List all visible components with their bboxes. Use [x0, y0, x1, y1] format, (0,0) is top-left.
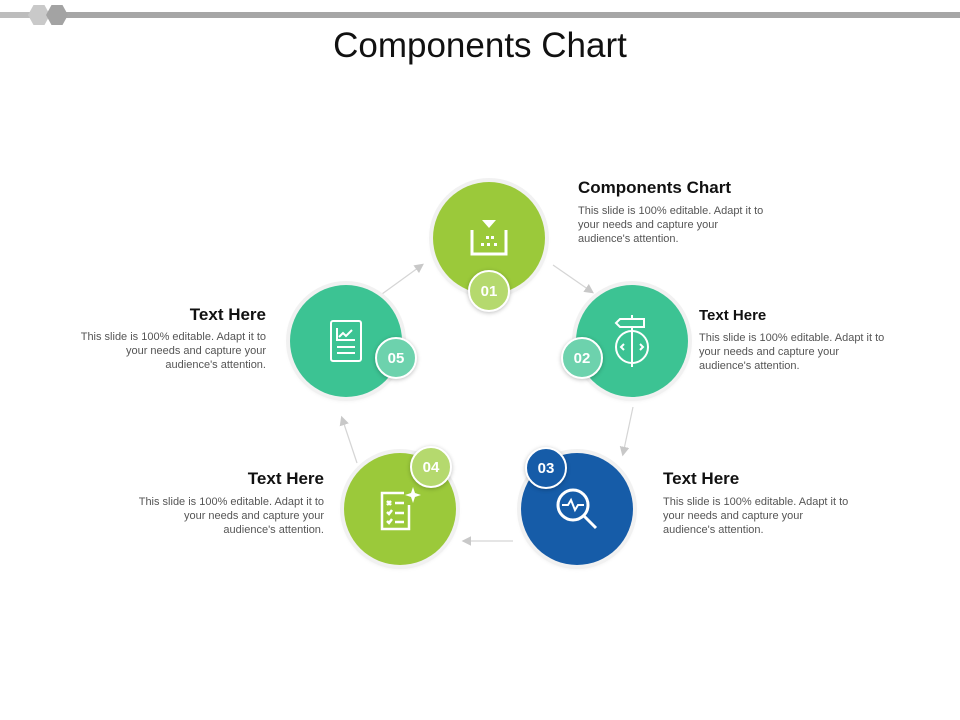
- step-badge-05: 05: [375, 337, 417, 379]
- step-badge-01: 01: [468, 270, 510, 312]
- page-title: Components Chart: [333, 26, 627, 65]
- step-title-04: Text Here: [247, 469, 324, 488]
- step-desc-02: This slide is 100% editable. Adapt it to…: [699, 332, 885, 372]
- step-title-03: Text Here: [663, 469, 740, 488]
- step-title-05: Text Here: [189, 305, 266, 324]
- arrow-01-02: [552, 264, 594, 294]
- signpost-code-icon: [614, 315, 649, 367]
- checklist-sparkle-icon: [380, 487, 421, 531]
- arrow-02-03: [619, 406, 634, 457]
- hexagon-decoration: [46, 5, 68, 25]
- step-desc-03: This slide is 100% editable. Adapt it to…: [663, 496, 849, 536]
- arrow-05-01: [381, 263, 424, 295]
- report-chart-icon: [330, 320, 362, 362]
- magnifier-pulse-icon: [556, 488, 598, 530]
- step-desc-04: This slide is 100% editable. Adapt it to…: [138, 496, 324, 536]
- step-badge-02: 02: [561, 337, 603, 379]
- arrow-04-05: [339, 415, 358, 464]
- top-bar-dark: [60, 12, 960, 18]
- step-desc-01: This slide is 100% editable. Adapt it to…: [578, 205, 764, 245]
- conveyor-box-icon: [470, 220, 508, 256]
- step-desc-05: This slide is 100% editable. Adapt it to…: [80, 331, 266, 371]
- step-badge-03: 03: [525, 447, 567, 489]
- hexagon-decoration: [28, 5, 50, 25]
- step-title-01: Components Chart: [578, 178, 731, 197]
- step-badge-04: 04: [410, 446, 452, 488]
- step-circle-02: [576, 285, 688, 397]
- step-title-02: Text Here: [699, 307, 767, 324]
